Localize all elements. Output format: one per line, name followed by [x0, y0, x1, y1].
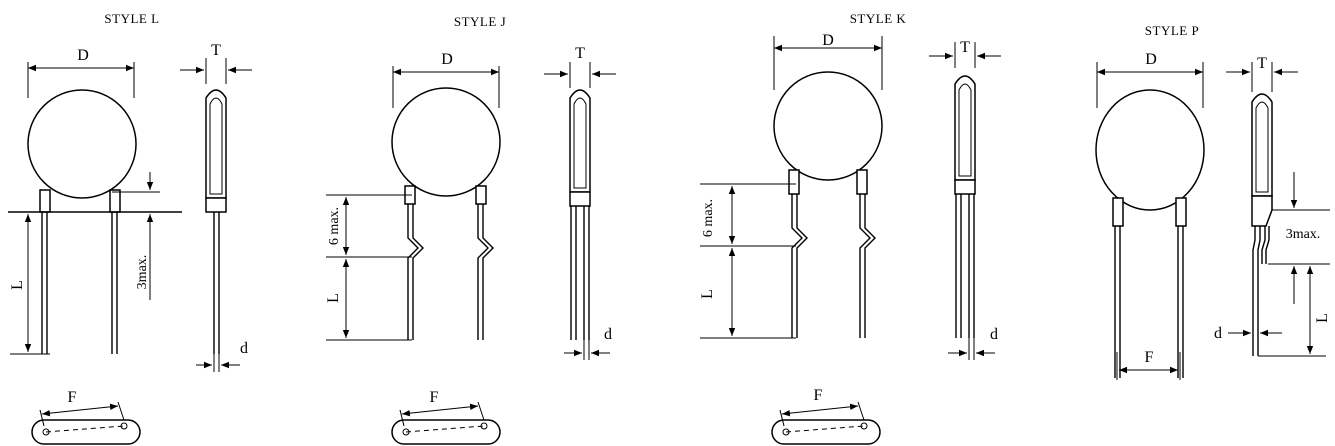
- style-j-f-ext-left: [399, 409, 405, 427]
- style-j-title: STYLE J: [454, 14, 506, 29]
- style-j-l-label: L: [325, 293, 342, 303]
- style-k-bottom-center: [785, 425, 865, 433]
- style-p-d-label: D: [1145, 51, 1157, 68]
- style-j-bottom-lead-right: [480, 422, 488, 430]
- style-k-f-ext-left: [779, 409, 785, 427]
- style-k-6max-label: 6 max.: [701, 199, 716, 237]
- style-k-bottom-lead-left: [782, 428, 790, 436]
- style-k-side-body: [954, 75, 976, 181]
- style-l-3max-label: 3max.: [135, 255, 150, 290]
- style-p-side-lead-c: [1261, 226, 1266, 264]
- style-l-f-label: F: [68, 389, 77, 406]
- style-j-bottom-center: [405, 425, 485, 433]
- style-l-t-label: T: [211, 42, 221, 59]
- style-l-f-ext-right: [117, 401, 125, 421]
- style-j-disc: [391, 87, 501, 197]
- style-p-l-label: L: [1314, 313, 1331, 323]
- style-k-f-label: F: [814, 387, 823, 404]
- style-p-t-label: T: [1257, 55, 1267, 72]
- style-p-side-lead-a: [1252, 226, 1256, 356]
- style-j-lead-left-a: [407, 204, 419, 340]
- style-l-d-label: D: [77, 47, 89, 64]
- style-k-disc: [773, 71, 883, 181]
- style-p-diagram: STYLE P D F T 3max.: [1095, 23, 1331, 380]
- style-p-3max-label: 3max.: [1286, 227, 1321, 242]
- style-k-stub-left: [788, 169, 800, 195]
- style-k-d-label: D: [822, 32, 834, 49]
- style-l-stub-right: [109, 189, 121, 213]
- style-k-side-inner: [958, 83, 972, 177]
- style-l-l-label: L: [9, 280, 26, 290]
- style-p-title: STYLE P: [1145, 23, 1199, 38]
- style-j-stub-right: [475, 185, 487, 205]
- style-p-side-inner: [1255, 101, 1269, 193]
- style-l-bottom-lead-right: [120, 422, 128, 430]
- style-k-bottom-view: [771, 419, 881, 445]
- style-k-lead-left-b: [796, 194, 808, 338]
- style-p-side-lead-b: [1257, 226, 1261, 356]
- style-p-side-lead-d: [1265, 226, 1270, 264]
- style-l-title: STYLE L: [104, 11, 159, 26]
- style-j-side-stub: [569, 191, 591, 207]
- style-l-wire-label: d: [240, 340, 248, 357]
- style-l-bottom-center: [45, 425, 125, 433]
- style-k-side-stub: [954, 179, 976, 195]
- style-k-f-dim: [781, 403, 859, 417]
- style-j-lead-right-b: [482, 204, 494, 340]
- style-p-stub-left: [1112, 197, 1124, 227]
- style-j-lead-right-a: [477, 204, 489, 340]
- style-l-disc: [27, 89, 137, 199]
- style-l-side-inner: [209, 97, 223, 195]
- style-k-l-label: L: [699, 289, 716, 299]
- style-l-stub-left: [39, 189, 51, 213]
- style-j-lead-left-b: [412, 204, 424, 340]
- style-l-f-ext-left: [39, 409, 45, 427]
- style-j-bottom-lead-left: [402, 428, 410, 436]
- style-p-side-stub: [1251, 195, 1273, 227]
- style-k-wire-label: d: [990, 326, 998, 343]
- style-j-wire-label: d: [604, 326, 612, 343]
- style-p-side-body: [1251, 93, 1273, 197]
- style-k-lead-left-a: [791, 194, 803, 338]
- style-k-diagram: STYLE K D 6 max. L T: [699, 11, 1001, 445]
- style-j-d-label: D: [441, 51, 453, 68]
- style-k-lead-right-a: [859, 194, 871, 338]
- style-j-f-dim: [401, 403, 479, 417]
- style-j-f-label: F: [430, 389, 439, 406]
- style-k-title: STYLE K: [850, 11, 907, 26]
- style-k-t-label: T: [960, 39, 970, 56]
- style-j-f-ext-right: [477, 401, 485, 421]
- style-l-side-body: [205, 89, 227, 199]
- style-j-6max-label: 6 max.: [327, 207, 342, 245]
- style-j-side-body: [569, 89, 591, 193]
- style-l-bottom-lead-left: [42, 428, 50, 436]
- style-k-f-ext-right: [857, 401, 865, 421]
- style-k-stub-right: [856, 169, 868, 195]
- style-p-disc: [1095, 89, 1205, 211]
- style-l-bottom-view: [31, 419, 141, 445]
- style-j-t-label: T: [575, 45, 585, 62]
- style-k-bottom-lead-right: [860, 422, 868, 430]
- style-l-f-dim: [41, 403, 119, 417]
- style-k-lead-right-b: [864, 194, 876, 338]
- style-j-diagram: STYLE J D 6 max. L T: [325, 14, 616, 445]
- style-j-bottom-view: [391, 419, 501, 445]
- style-p-stub-right: [1175, 197, 1187, 227]
- style-j-side-inner: [573, 97, 587, 189]
- style-l-diagram: STYLE L D L 3max. T: [8, 11, 252, 445]
- style-l-side-stub: [205, 197, 227, 213]
- style-p-wire-label: d: [1214, 325, 1222, 342]
- style-p-f-label: F: [1145, 349, 1154, 366]
